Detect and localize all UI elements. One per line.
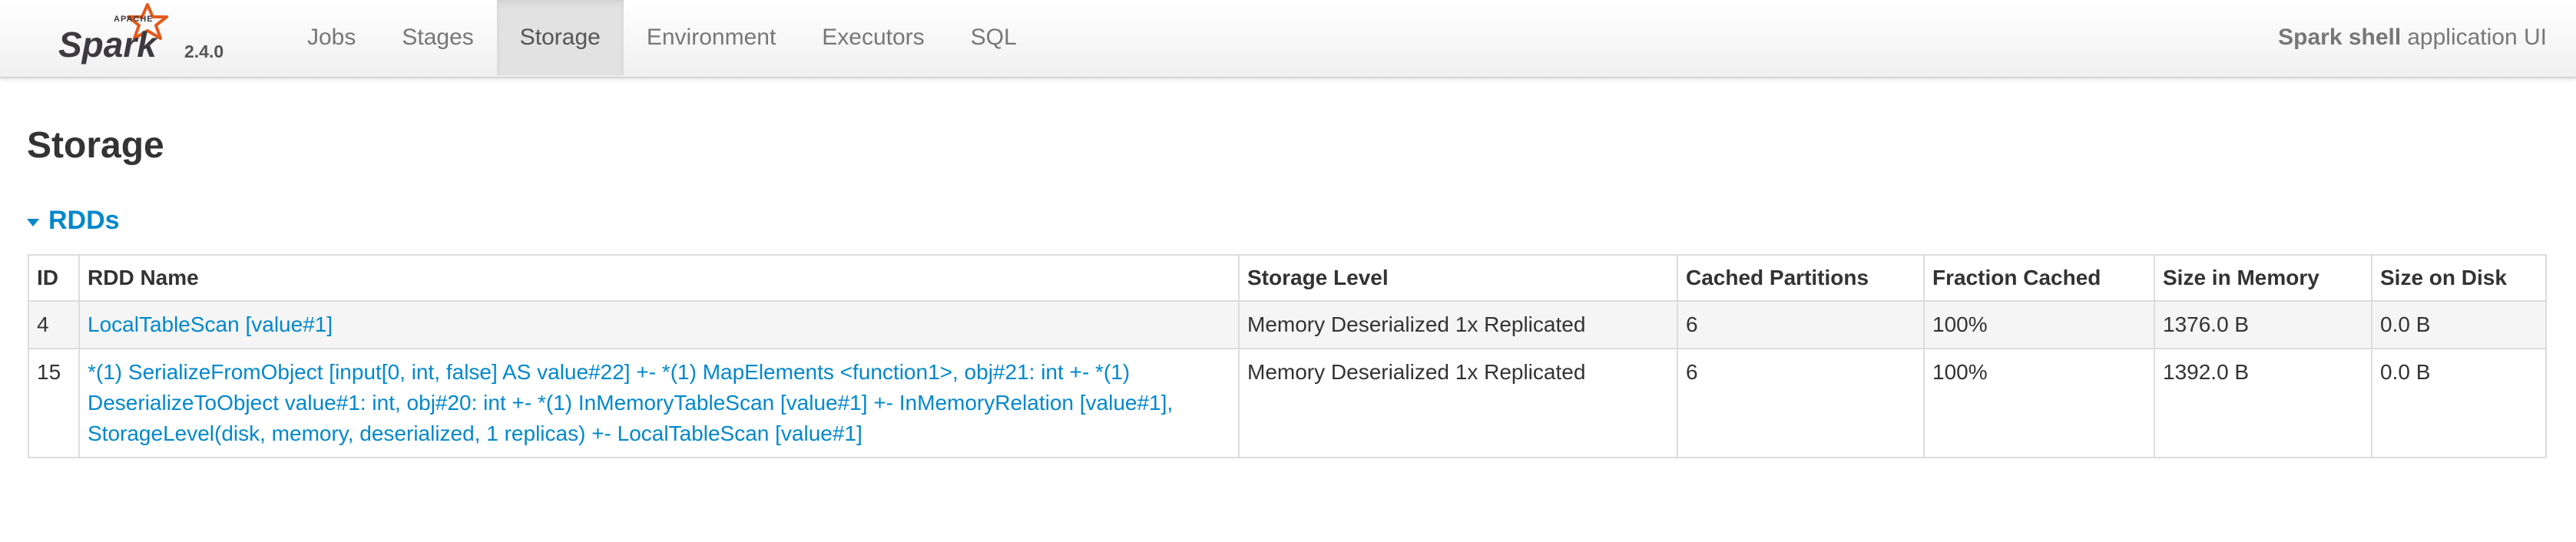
cell-id: 4 bbox=[28, 300, 80, 349]
tab-executors[interactable]: Executors bbox=[822, 25, 925, 50]
app-name: Spark shell bbox=[2278, 25, 2402, 50]
column-header-size-in-memory[interactable]: Size in Memory bbox=[2154, 254, 2372, 302]
column-header-id[interactable]: ID bbox=[28, 254, 80, 302]
logo-apache-text: APACHE bbox=[114, 15, 154, 24]
top-navbar: APACHE Spark 2.4.0 Jobs Stages Storage E… bbox=[0, 0, 2576, 78]
table-row: 15 *(1) SerializeFromObject [input[0, in… bbox=[28, 348, 2547, 458]
tab-sql[interactable]: SQL bbox=[970, 25, 1017, 50]
spark-logo-link[interactable]: APACHE Spark 2.4.0 bbox=[55, 0, 240, 77]
column-header-cached-partitions[interactable]: Cached Partitions bbox=[1677, 254, 1925, 302]
column-header-storage-level[interactable]: Storage Level bbox=[1238, 254, 1678, 302]
tab-stages[interactable]: Stages bbox=[402, 25, 474, 50]
cell-size-on-disk: 0.0 B bbox=[2371, 348, 2547, 458]
column-header-rdd-name[interactable]: RDD Name bbox=[78, 254, 1240, 302]
spark-version: 2.4.0 bbox=[184, 41, 224, 61]
cell-size-on-disk: 0.0 B bbox=[2371, 300, 2547, 349]
column-header-size-on-disk[interactable]: Size on Disk bbox=[2371, 254, 2547, 302]
tab-jobs[interactable]: Jobs bbox=[307, 25, 356, 50]
rdd-table: ID RDD Name Storage Level Cached Partiti… bbox=[28, 254, 2547, 458]
cell-size-in-memory: 1376.0 B bbox=[2154, 300, 2372, 349]
column-header-fraction-cached[interactable]: Fraction Cached bbox=[1923, 254, 2155, 302]
cell-id: 15 bbox=[28, 348, 80, 458]
cell-storage-level: Memory Deserialized 1x Replicated bbox=[1238, 348, 1678, 458]
page-title: Storage bbox=[27, 125, 164, 166]
cell-rdd-name: LocalTableScan [value#1] bbox=[78, 300, 1240, 349]
cell-fraction-cached: 100% bbox=[1923, 348, 2155, 458]
nav-tabs: Jobs Stages Storage Environment Executor… bbox=[284, 0, 1040, 75]
tab-environment[interactable]: Environment bbox=[646, 25, 776, 50]
rdd-name-link[interactable]: LocalTableScan [value#1] bbox=[88, 312, 333, 336]
cell-cached-partitions: 6 bbox=[1677, 300, 1925, 349]
application-title: Spark shell application UI bbox=[2278, 0, 2547, 75]
cell-size-in-memory: 1392.0 B bbox=[2154, 348, 2372, 458]
cell-storage-level: Memory Deserialized 1x Replicated bbox=[1238, 300, 1678, 349]
table-header-row: ID RDD Name Storage Level Cached Partiti… bbox=[28, 254, 2547, 302]
table-row: 4 LocalTableScan [value#1] Memory Deseri… bbox=[28, 300, 2547, 349]
app-suffix: application UI bbox=[2407, 25, 2547, 50]
collapse-arrow-icon bbox=[27, 218, 39, 226]
tab-storage[interactable]: Storage bbox=[496, 0, 624, 75]
rdd-name-link[interactable]: *(1) SerializeFromObject [input[0, int, … bbox=[88, 360, 1174, 445]
logo-spark-text: Spark bbox=[58, 25, 158, 64]
rdds-section-label: RDDs bbox=[48, 206, 120, 235]
spark-logo-icon: APACHE Spark bbox=[58, 3, 168, 64]
cell-rdd-name: *(1) SerializeFromObject [input[0, int, … bbox=[78, 348, 1240, 458]
cell-fraction-cached: 100% bbox=[1923, 300, 2155, 349]
rdds-section-toggle[interactable]: RDDs bbox=[27, 206, 120, 236]
cell-cached-partitions: 6 bbox=[1677, 348, 1925, 458]
